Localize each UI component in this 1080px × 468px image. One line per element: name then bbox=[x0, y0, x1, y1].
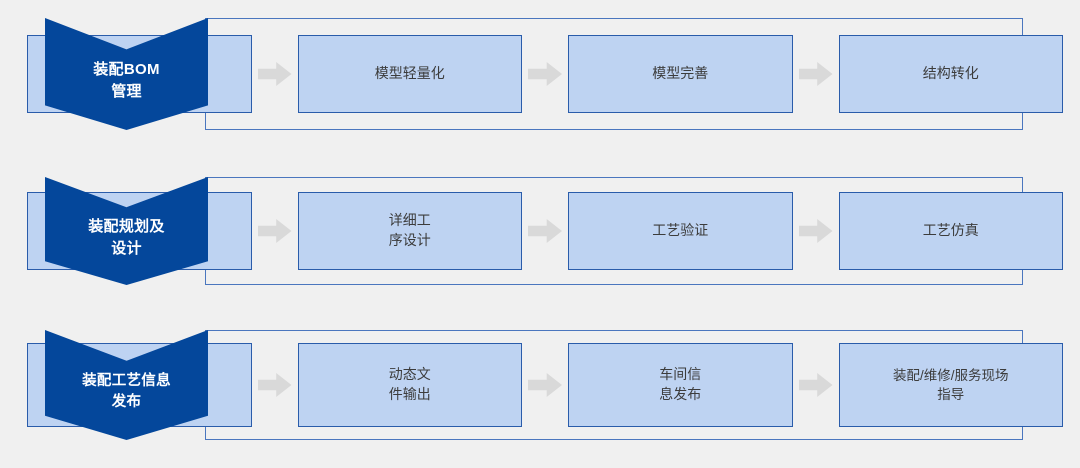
process-step-box[interactable]: 详细工 序设计 bbox=[297, 192, 522, 270]
lane-label-text: 装配工艺信息 发布 bbox=[82, 372, 171, 410]
flow-arrow-right-icon bbox=[526, 373, 564, 397]
process-step-label: 动态文 件输出 bbox=[388, 366, 431, 402]
process-step-box[interactable]: 模型完善 bbox=[568, 35, 793, 113]
process-step-label: 装配/维修/服务现场 指导 bbox=[892, 367, 1009, 402]
flow-arrow-right-icon bbox=[256, 373, 294, 397]
process-step-label: 工艺验证 bbox=[652, 222, 709, 239]
process-step-label: 结构转化 bbox=[922, 65, 979, 82]
flow-arrow-right-icon bbox=[797, 62, 835, 86]
swimlane-row-1: 设计模 型继承 模型轻量化 模型完善 结构转化 装配BOM 管理 bbox=[0, 18, 1080, 130]
process-step-box[interactable]: 模型轻量化 bbox=[297, 35, 522, 113]
lane-label-text: 装配规划及 设计 bbox=[88, 218, 165, 257]
flow-arrow-right-icon bbox=[797, 219, 835, 243]
process-step-box[interactable]: 动态文 件输出 bbox=[297, 343, 522, 427]
lane-label-text: 装配BOM 管理 bbox=[93, 61, 160, 100]
process-step-box[interactable]: 工艺仿真 bbox=[838, 192, 1063, 270]
process-step-label: 工艺仿真 bbox=[922, 222, 979, 239]
swimlane-row-3: 装配信 息描述 动态文 件输出 车间信 息发布 装配/维修/服务现场 指导 装配… bbox=[0, 330, 1080, 440]
process-step-label: 模型轻量化 bbox=[374, 65, 445, 82]
flow-arrow-right-icon bbox=[526, 219, 564, 243]
process-step-box[interactable]: 装配/维修/服务现场 指导 bbox=[838, 343, 1063, 427]
process-step-box[interactable]: 结构转化 bbox=[838, 35, 1063, 113]
process-step-label: 车间信 息发布 bbox=[659, 366, 702, 402]
flow-arrow-right-icon bbox=[256, 62, 294, 86]
process-step-label: 详细工 序设计 bbox=[388, 212, 431, 248]
process-step-box[interactable]: 车间信 息发布 bbox=[568, 343, 793, 427]
flow-arrow-right-icon bbox=[797, 373, 835, 397]
flow-arrow-right-icon bbox=[526, 62, 564, 86]
process-step-box[interactable]: 工艺验证 bbox=[568, 192, 793, 270]
swimlane-row-2: 装配过 程规划 详细工 序设计 工艺验证 工艺仿真 装配规划及 设计 bbox=[0, 177, 1080, 285]
flow-arrow-right-icon bbox=[256, 219, 294, 243]
process-step-label: 模型完善 bbox=[652, 65, 709, 82]
